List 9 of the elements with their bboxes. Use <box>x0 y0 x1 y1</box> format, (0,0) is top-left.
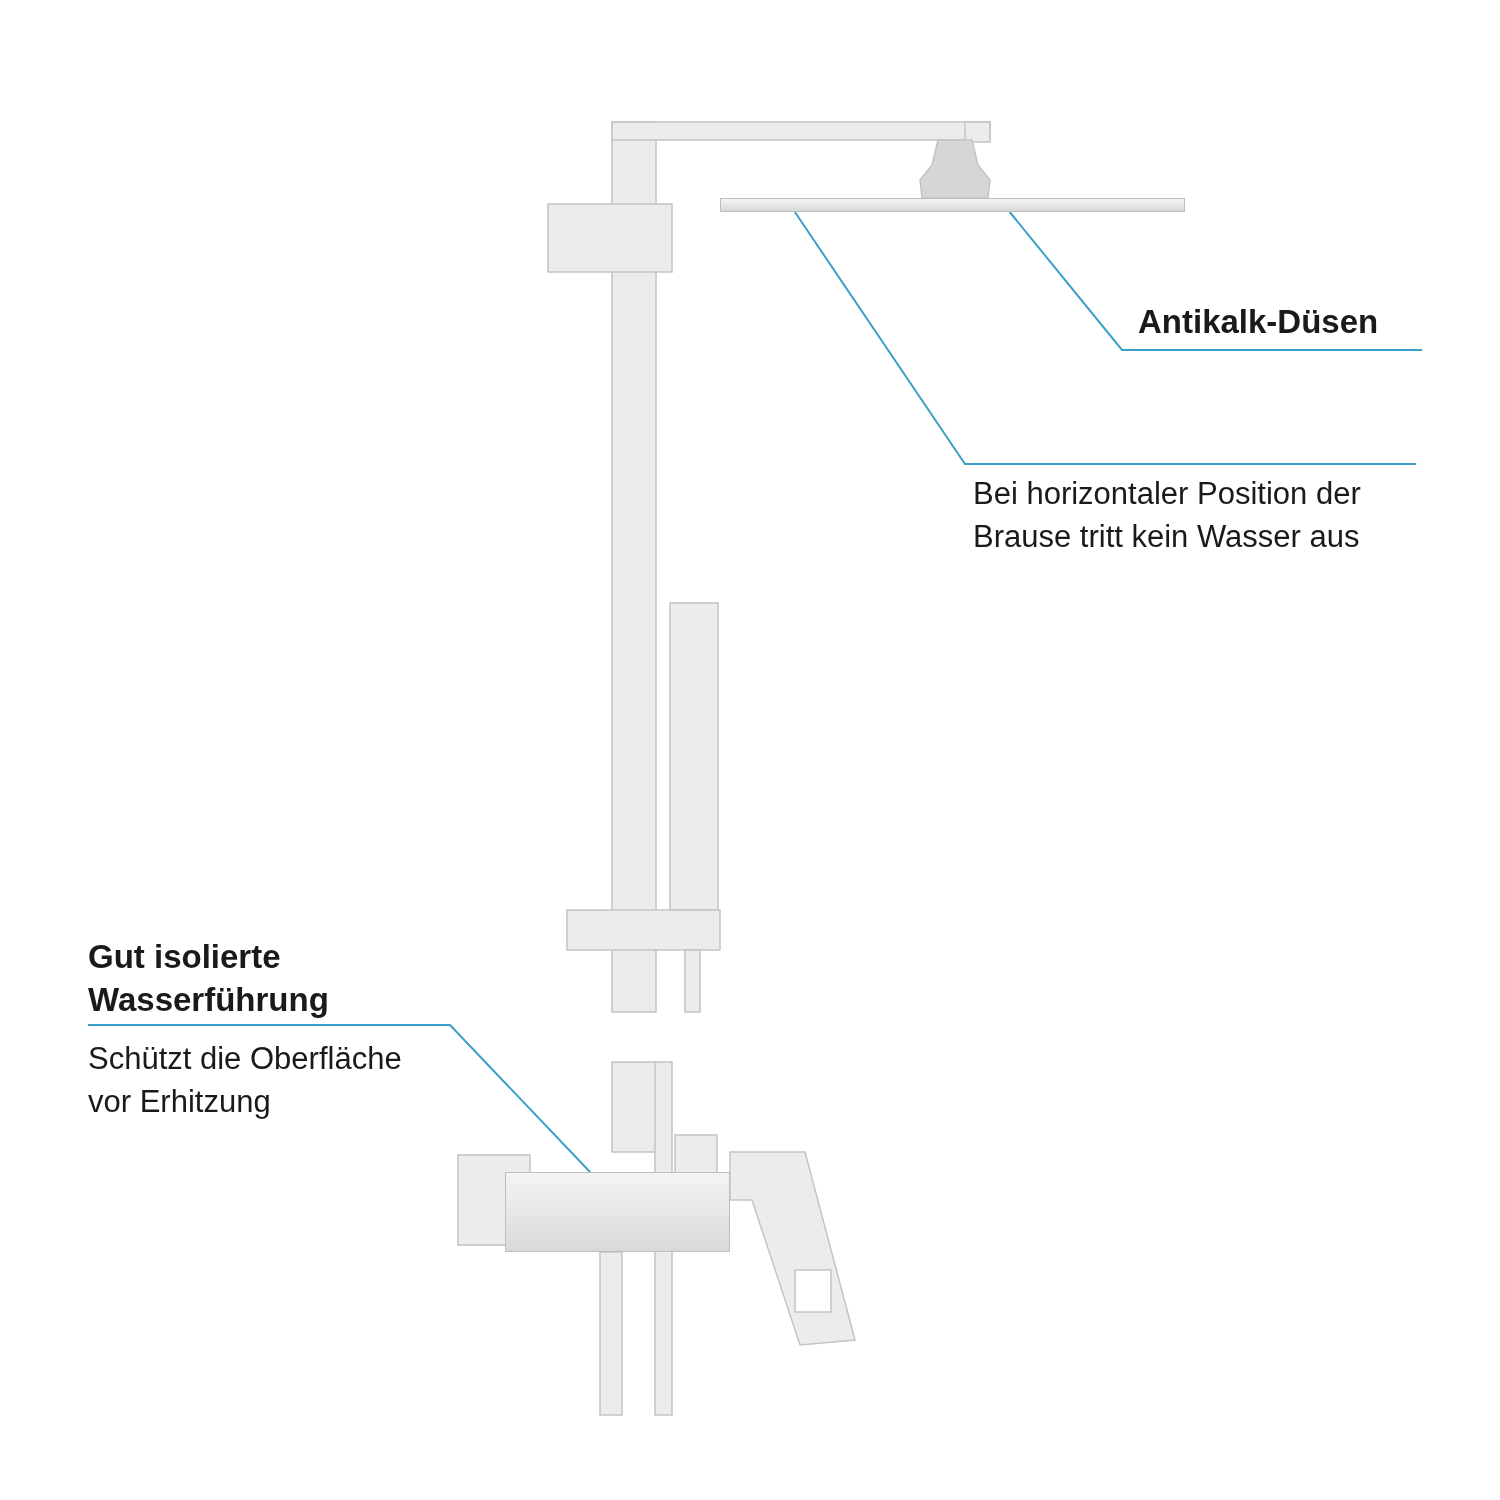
callout-heading: Antikalk-Düsen <box>1138 302 1380 342</box>
callout-description: Bei horizontaler Position der Brause tritt kein Wasser aus <box>973 475 1362 556</box>
leader-line <box>87 1024 592 1173</box>
leader-line <box>793 211 1418 465</box>
callout-heading: Gut isolierte Wasserführung <box>88 937 330 1020</box>
shower-head-plate <box>720 198 1185 212</box>
mixer-body <box>505 1172 730 1252</box>
callout-description: Schützt die Oberfläche vor Erhitzung <box>88 1040 403 1121</box>
leader-line <box>1008 211 1423 351</box>
